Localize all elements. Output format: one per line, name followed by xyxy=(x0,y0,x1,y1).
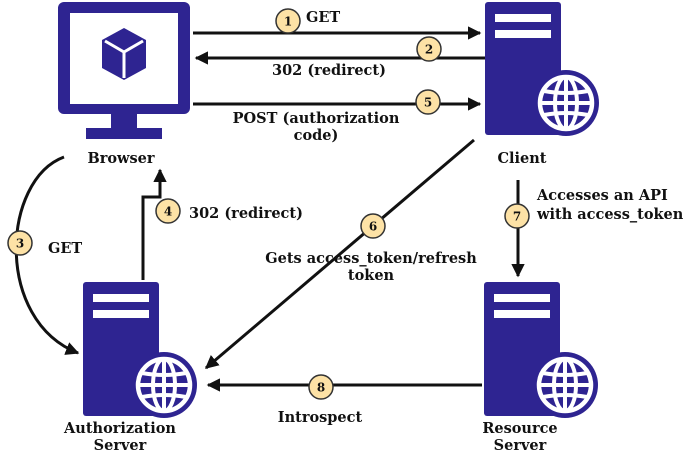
resource-server-label-line1: Resource xyxy=(482,420,557,437)
step-2-label: 302 (redirect) xyxy=(272,62,386,79)
step-5-number: 5 xyxy=(424,96,432,110)
authorization-server-label-line1: Authorization xyxy=(63,420,176,437)
client-label: Client xyxy=(497,150,546,167)
authorization-server-globe-icon xyxy=(83,282,197,418)
authorization-server-node: Authorization Server xyxy=(63,282,197,454)
step-7-number: 7 xyxy=(513,210,521,224)
resource-server-label-line2: Server xyxy=(494,437,547,454)
step-2-number: 2 xyxy=(425,43,433,57)
step-4-label: 302 (redirect) xyxy=(189,205,303,222)
resource-server-globe-icon xyxy=(484,282,598,418)
step-1-number: 1 xyxy=(284,15,292,29)
step-badge-7: 7 xyxy=(504,203,530,229)
step-badge-6: 6 xyxy=(360,213,386,239)
step-badge-1: 1 xyxy=(275,8,301,34)
step-badge-4: 4 xyxy=(155,198,181,224)
client-server-globe-icon xyxy=(485,2,599,136)
step-3-label: GET xyxy=(48,240,82,257)
step-6-number: 6 xyxy=(369,220,377,234)
step-7-label-line2: with access_token xyxy=(536,206,684,223)
arrow-step-4 xyxy=(141,168,167,280)
arrow-step-6 xyxy=(204,138,475,370)
step-badge-2: 2 xyxy=(416,36,442,62)
client-node: Client xyxy=(485,2,599,167)
step-5-label-line2: code) xyxy=(294,127,339,144)
step-1-label: GET xyxy=(306,9,340,26)
resource-server-node: Resource Server xyxy=(482,282,598,454)
step-badge-5: 5 xyxy=(415,89,441,115)
step-6-label-line2: token xyxy=(348,267,395,284)
browser-label: Browser xyxy=(87,150,154,167)
step-5-label-line1: POST (authorization xyxy=(233,110,400,127)
authorization-server-label-line2: Server xyxy=(94,437,147,454)
browser-node: Browser xyxy=(58,2,190,167)
step-badge-8: 8 xyxy=(308,374,334,400)
step-6-label-line1: Gets access_token/refresh xyxy=(265,250,477,267)
browser-window-icon xyxy=(58,2,190,139)
step-4-number: 4 xyxy=(164,205,172,219)
step-7-label-line1: Accesses an API xyxy=(536,187,668,204)
step-3-number: 3 xyxy=(16,237,24,251)
step-8-number: 8 xyxy=(317,381,325,395)
step-badge-3: 3 xyxy=(7,230,33,256)
step-8-label: Introspect xyxy=(278,409,363,426)
